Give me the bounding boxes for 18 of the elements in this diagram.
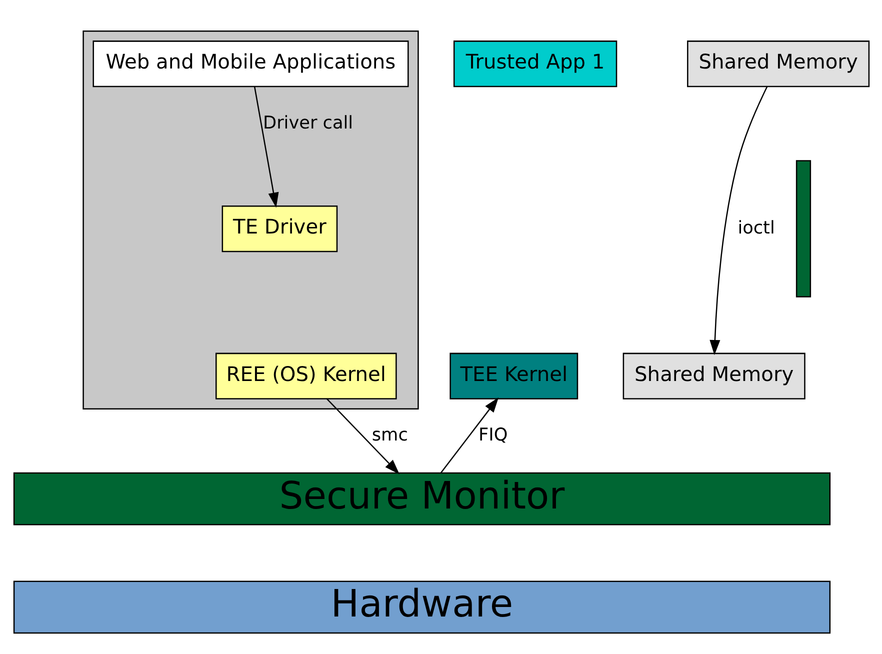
edge-label: Driver call <box>262 113 353 134</box>
node-box: Trusted App 1 <box>452 40 617 88</box>
node-box: Secure Monitor <box>12 472 830 526</box>
edge-label: FIQ <box>478 426 508 446</box>
edge-label: smc <box>371 426 408 446</box>
node-box: Shared Memory <box>622 352 805 400</box>
arrow <box>253 86 278 208</box>
cluster <box>82 30 418 410</box>
node-bar <box>795 160 811 298</box>
node-box: TE Driver <box>221 206 338 252</box>
node-box: REE (OS) Kernel <box>215 352 396 400</box>
node-box: Hardware <box>12 580 830 634</box>
node-box: Shared Memory <box>686 40 870 88</box>
arrow <box>440 397 498 474</box>
edge-label: ioctl <box>737 218 774 238</box>
node-box: Web and Mobile Applications <box>92 40 408 88</box>
arrow <box>709 86 768 356</box>
node-box: TEE Kernel <box>449 352 578 400</box>
